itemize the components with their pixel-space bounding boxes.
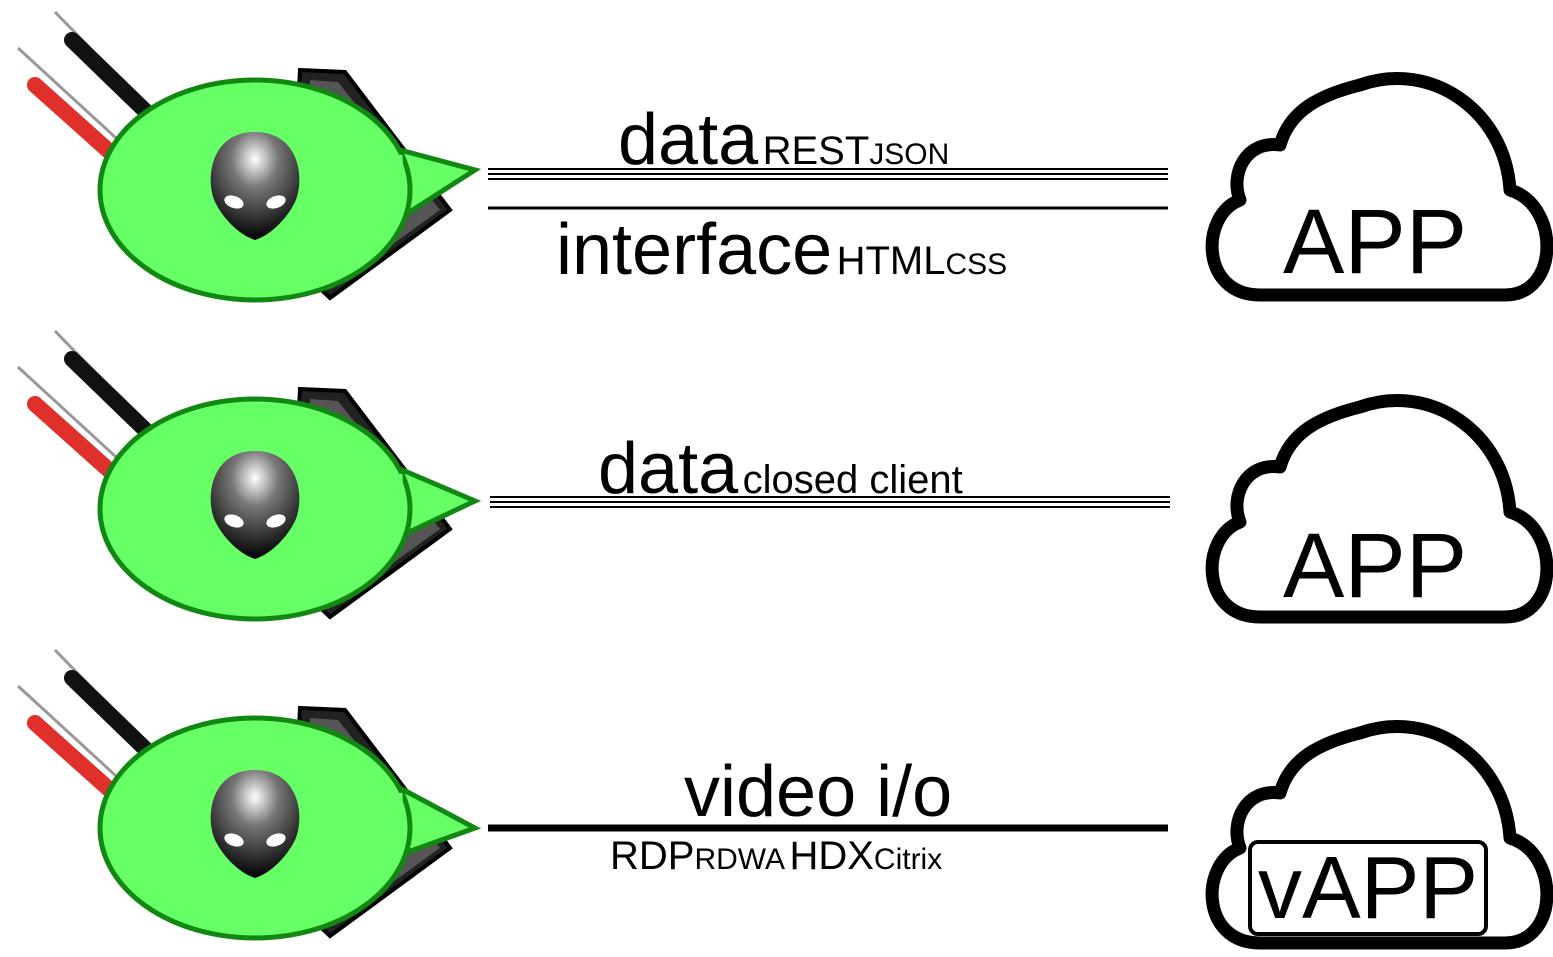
cloud-app-label: APP bbox=[1283, 515, 1468, 617]
data-label: data RESTJSON bbox=[618, 104, 949, 176]
cloud-icon bbox=[1205, 720, 1553, 950]
protocol-citrix: Citrix bbox=[873, 843, 943, 876]
secondary-text-rest: REST bbox=[762, 129, 870, 173]
row-artwork bbox=[16, 10, 1553, 303]
cloud-icon bbox=[1205, 72, 1553, 302]
primary-text: video i/o bbox=[684, 752, 953, 832]
protocol-label: RDPRDWA HDXCitrix bbox=[610, 836, 942, 876]
cloud-app-label: APP bbox=[1283, 191, 1468, 293]
secondary-text-json: JSON bbox=[869, 138, 950, 171]
primary-text: data bbox=[598, 429, 739, 509]
secondary-text-closed-client: closed client bbox=[742, 458, 963, 502]
row-artwork bbox=[16, 329, 1553, 624]
protocol-rdp: RDP bbox=[610, 834, 695, 878]
data-label: data closed client bbox=[598, 433, 963, 505]
connection-row-video: video i/o RDPRDWA HDXCitrix vAPP bbox=[0, 638, 1553, 957]
cloud-vapp-label: vAPP bbox=[1248, 840, 1489, 936]
connection-row-rest: data RESTJSON interface HTMLCSS APP bbox=[0, 0, 1553, 319]
video-label: video i/o bbox=[684, 756, 952, 828]
primary-text: data bbox=[618, 100, 759, 180]
row-artwork bbox=[16, 648, 1553, 950]
interface-label: interface HTMLCSS bbox=[556, 214, 1007, 286]
primary-text: interface bbox=[556, 210, 833, 290]
cloud-icon bbox=[1205, 394, 1553, 624]
connection-row-closed-client: data closed client APP bbox=[0, 319, 1553, 638]
alien-head-icon bbox=[210, 770, 300, 878]
connection-lines bbox=[490, 496, 1170, 508]
protocol-hdx: HDX bbox=[789, 834, 874, 878]
alien-head-icon bbox=[210, 132, 300, 240]
secondary-text-css: CSS bbox=[945, 248, 1008, 281]
connection-lines bbox=[488, 168, 1168, 210]
alien-head-icon bbox=[210, 451, 300, 559]
protocol-rdwa: RDWA bbox=[694, 843, 785, 876]
secondary-text-html: HTML bbox=[836, 239, 946, 283]
